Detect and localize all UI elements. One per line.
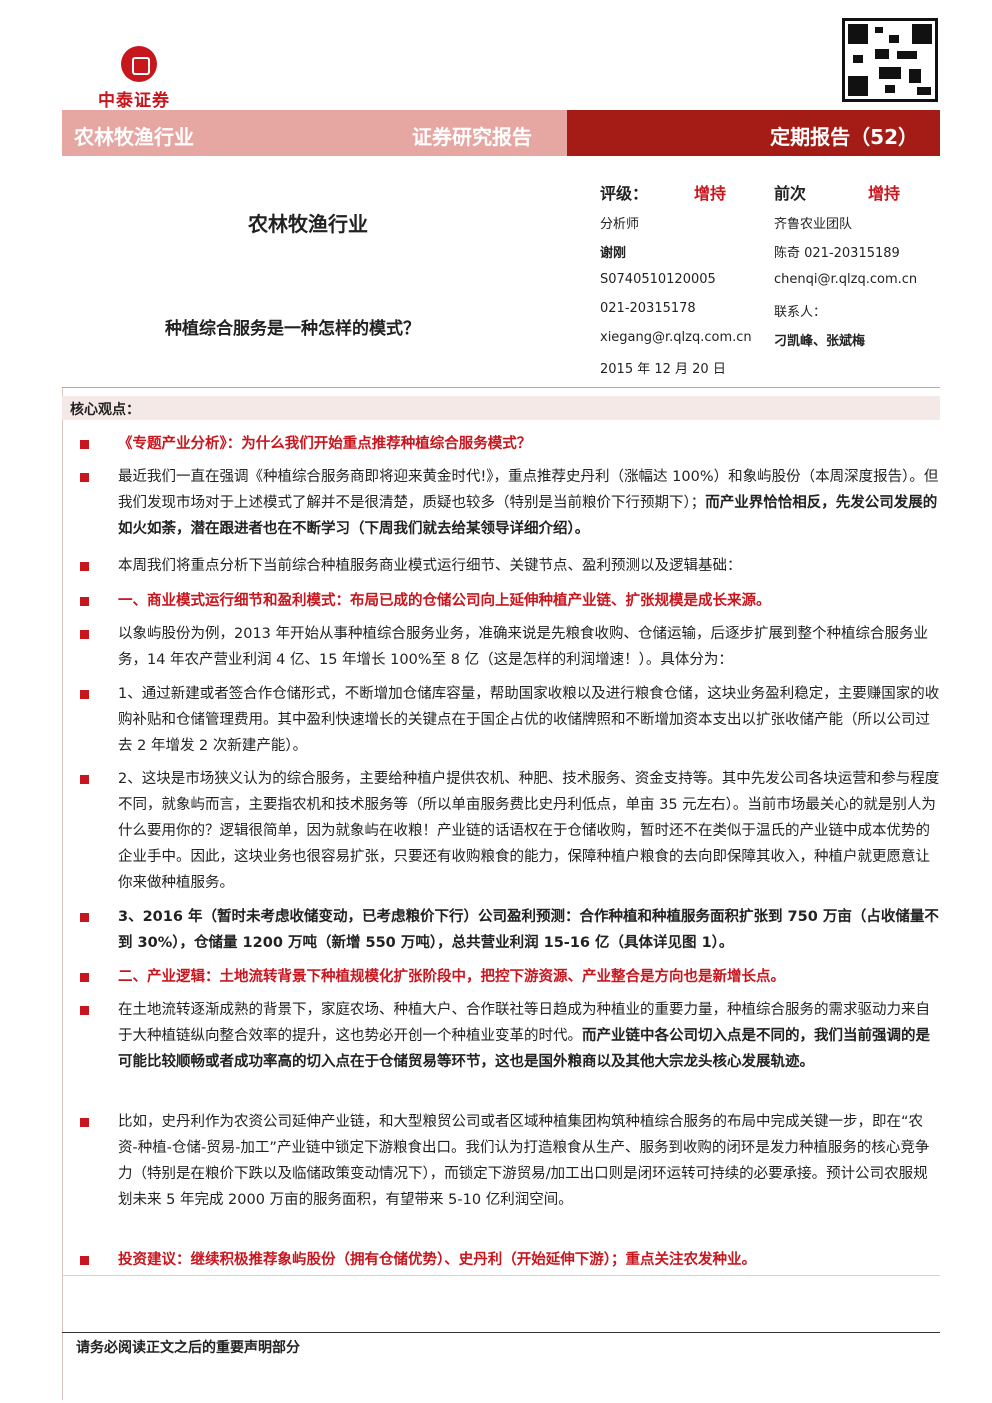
bullet-icon [80,775,89,784]
analyst-role: 分析师 [600,217,640,232]
analyst-team: 齐鲁农业团队 [774,217,853,232]
bullet-icon [80,630,89,639]
banner-report-series: 定期报告（52） [770,125,918,149]
paragraph: 投资建议：继续积极推荐象屿股份（拥有仓储优势）、史丹利（开始延伸下游）；重点关注… [118,1252,756,1268]
paragraph: 以象屿股份为例，2013 年开始从事种植综合服务业务，准确来说是先粮食收购、仓储… [118,626,929,668]
paragraph: 二、产业逻辑：土地流转背景下种植规模化扩张阶段中，把控下游资源、产业整合是方向也… [118,969,785,985]
bullet-icon [80,597,89,606]
bullet-icon [80,1256,89,1265]
paragraph: 本周我们将重点分析下当前综合种植服务商业模式运行细节、关键节点、盈利预测以及逻辑… [118,558,742,574]
report-title: 种植综合服务是一种怎样的模式？ [165,319,420,339]
contact-label: 联系人： [774,305,827,320]
header-banner: 农林牧渔行业 证券研究报告 定期报告（52） [62,110,940,156]
qr-code-icon [842,18,938,102]
paragraph: 《专题产业分析》：为什么我们开始重点推荐种植综合服务模式？ [118,436,532,452]
report-date: 2015 年 12 月 20 日 [600,362,726,377]
analyst-cert: S0740510120005 [600,272,716,287]
paragraph: 比如，史丹利作为农资公司延伸产业链，和大型粮贸公司或者区域种植集团构筑种植综合服… [118,1114,930,1208]
analyst-phone: 021-20315178 [600,301,696,316]
bullet-icon [80,973,89,982]
bullet-icon [80,473,89,482]
analyst2-email[interactable]: chenqi@r.qlzq.com.cn [774,272,918,287]
paragraph: 2、这块是市场狭义认为的综合服务，主要给种植户提供农机、种肥、技术服务、资金支持… [118,771,940,891]
core-view-bar [62,396,940,420]
left-margin-rule [62,388,63,1400]
bullet-icon [80,440,89,449]
previous-rating-value: 增持 [868,184,901,203]
analyst-name: 谢刚 [600,246,627,261]
paragraph: 一、商业模式运行细节和盈利模式：布局已成的仓储公司向上延伸种植产业链、扩张规模是… [118,593,771,609]
footer-disclaimer: 请务必阅读正文之后的重要声明部分 [76,1340,300,1356]
paragraph: 3、2016 年（暂时未考虑收储变动，已考虑粮价下行）公司盈利预测：合作种植和种… [118,909,939,951]
banner-report-type: 证券研究报告 [412,125,532,149]
previous-rating-label: 前次 [774,184,807,203]
bullet-icon [80,913,89,922]
bullet-icon [80,1118,89,1127]
paragraph: 最近我们一直在强调《种植综合服务商即将迎来黄金时代!》，重点推荐史丹利（涨幅达 … [118,469,939,537]
bullet-icon [80,690,89,699]
banner-left-panel: 农林牧渔行业 证券研究报告 [62,110,567,156]
analyst-email[interactable]: xiegang@r.qlzq.com.cn [600,330,752,345]
section-end-divider [62,1275,940,1276]
core-view-label: 核心观点： [70,402,140,418]
company-logo: 中泰证券 [98,46,170,111]
logo-text: 中泰证券 [98,91,170,111]
banner-right-panel: 定期报告（52） [567,110,940,156]
analyst2-name: 陈奇 021-20315189 [774,246,900,261]
paragraph: 1、通过新建或者签合作仓储形式，不断增加仓储库容量，帮助国家收粮以及进行粮食仓储… [118,686,940,754]
rating-label: 评级： [600,184,649,203]
paragraph: 在土地流转逐渐成熟的背景下，家庭农场、种植大户、合作联社等日趋成为种植业的重要力… [118,1002,930,1070]
rating-value: 增持 [694,184,727,203]
bullet-icon [80,562,89,571]
section-divider [62,387,940,388]
banner-industry: 农林牧渔行业 [74,125,194,149]
contact-names: 刁凯峰、张斌梅 [774,334,866,349]
footer-divider [62,1332,940,1333]
bullet-icon [80,1006,89,1015]
sector-heading: 农林牧渔行业 [248,212,368,236]
logo-mark-icon [121,46,157,82]
